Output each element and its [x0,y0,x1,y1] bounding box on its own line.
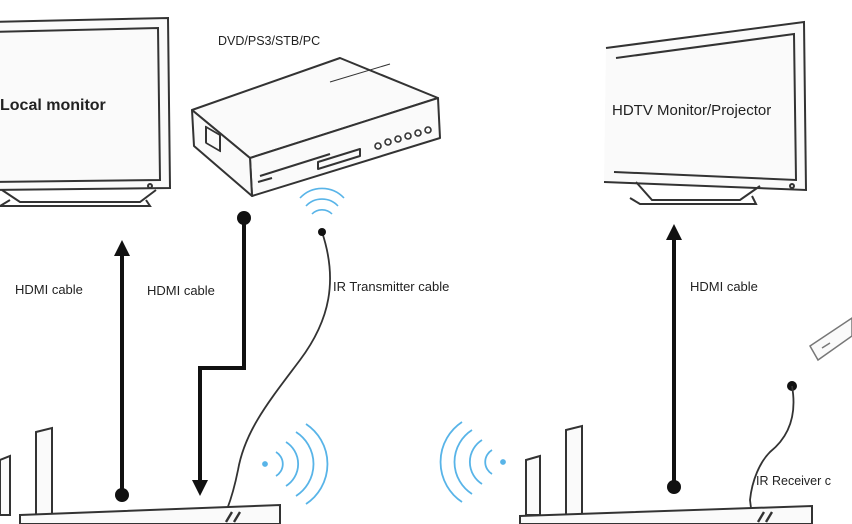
hdmi-cable-source [192,211,251,496]
ir-receiver-cable [749,381,797,517]
transmitter-unit [0,426,281,524]
hdmi-cable-local-label: HDMI cable [15,282,83,297]
ir-transmitter-label: IR Transmitter cable [333,279,449,294]
remote-control-icon [809,317,852,362]
ir-transmitter-cable [225,187,345,513]
source-device-label: DVD/PS3/STB/PC [218,34,320,48]
receiver-wireless-icon [439,421,506,503]
remote-monitor-label: HDTV Monitor/Projector [612,102,771,119]
local-monitor [0,16,172,207]
receiver-unit [519,424,813,524]
hdmi-cable-source-label: HDMI cable [147,283,215,298]
remote-monitor [603,20,808,205]
hdmi-cable-remote [666,224,682,494]
hdmi-cable-local [114,240,130,502]
source-device [191,57,441,197]
local-monitor-label: Local monitor [0,97,106,114]
ir-transmitter-wireless-icon [299,187,345,215]
ir-receiver-label: IR Receiver c [756,474,831,488]
hdmi-cable-remote-label: HDMI cable [690,279,758,294]
transmitter-wireless-icon [262,423,329,505]
